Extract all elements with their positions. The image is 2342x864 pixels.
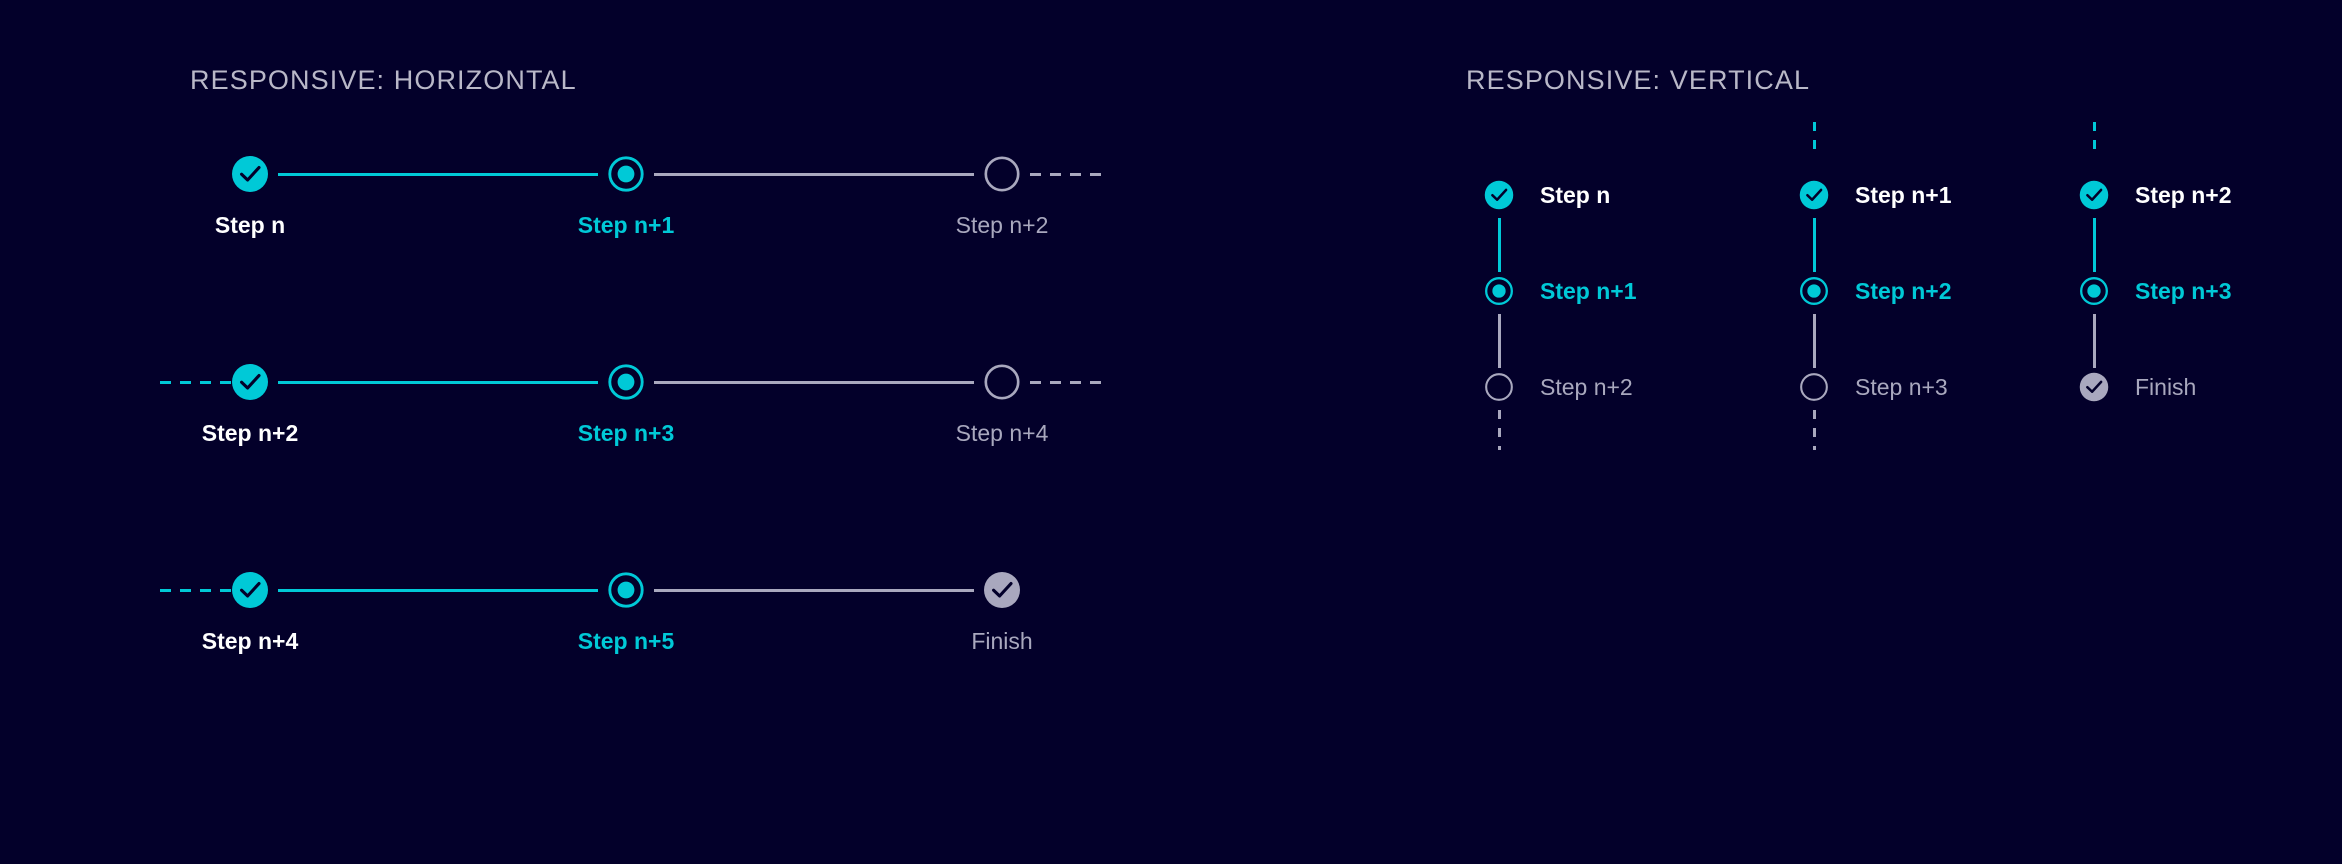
vertical-step-row: Step n+1 (1480, 256, 1810, 368)
vertical-step-row: Step n+2 (1795, 256, 2125, 368)
connector-trail (1498, 410, 1501, 450)
step-label: Finish (971, 628, 1033, 654)
connector-lead (2093, 122, 2096, 156)
step-node-completed[interactable] (1795, 176, 1833, 214)
circle-outline-icon (984, 364, 1020, 400)
connector-segment (1498, 314, 1501, 368)
step-label: Step n+3 (577, 420, 675, 446)
connector-segment (278, 589, 598, 592)
radio-selected-icon (2080, 277, 2108, 305)
check-circle-filled-icon (232, 156, 268, 192)
step-label: Finish (2135, 374, 2197, 400)
step-node-finish[interactable] (2075, 368, 2113, 406)
step-node-completed[interactable] (226, 150, 274, 198)
vertical-step-row: Step n+3 (1795, 352, 2125, 450)
step-node-inactive[interactable] (978, 358, 1026, 406)
vertical-step-row: Step n+2 (1480, 352, 1810, 450)
connector-segment (1498, 218, 1501, 272)
connector-segment (654, 381, 974, 384)
step-label: Step n+1 (577, 212, 675, 238)
connector-lead (160, 381, 232, 384)
step-node-inactive[interactable] (1795, 368, 1833, 406)
step-node-active[interactable] (1480, 272, 1518, 310)
step-node-completed[interactable] (226, 566, 274, 614)
circle-outline-icon (1485, 373, 1513, 401)
connector-segment (278, 381, 598, 384)
step-label: Step n (1540, 182, 1611, 208)
check-circle-filled-gray-icon (2079, 372, 2109, 402)
connector-trail (1030, 381, 1102, 384)
section-title-horizontal: RESPONSIVE: HORIZONTAL (190, 65, 577, 95)
connector-segment (654, 173, 974, 176)
step-label: Step n+2 (1540, 374, 1633, 400)
stepper-track: Step n Step n+1 Step n+2 (150, 150, 1150, 238)
step-label: Step n+3 (1855, 374, 1948, 400)
step-node-completed[interactable] (2075, 176, 2113, 214)
check-circle-filled-gray-icon (984, 572, 1020, 608)
step-label: Step n+4 (201, 628, 299, 654)
step-label: Step n+5 (577, 628, 675, 654)
connector-segment (278, 173, 598, 176)
step-node-active[interactable] (602, 566, 650, 614)
horizontal-stepper-row: Step n+4 Step n+5 Finish (150, 566, 1150, 716)
radio-selected-icon (1800, 277, 1828, 305)
check-circle-filled-icon (1799, 180, 1829, 210)
vertical-step-row: Finish (2075, 352, 2342, 448)
circle-outline-icon (984, 156, 1020, 192)
connector-segment (2093, 218, 2096, 272)
stepper-track: Step n+4 Step n+5 Finish (150, 566, 1150, 654)
step-label: Step n+2 (1855, 278, 1952, 304)
check-circle-filled-icon (2079, 180, 2109, 210)
step-label: Step n+2 (2135, 182, 2232, 208)
step-node-active[interactable] (2075, 272, 2113, 310)
step-node-active[interactable] (602, 358, 650, 406)
connector-lead (1813, 122, 1816, 156)
check-circle-filled-icon (1484, 180, 1514, 210)
step-node-active[interactable] (1795, 272, 1833, 310)
step-label: Step n+1 (1855, 182, 1952, 208)
radio-selected-icon (608, 572, 644, 608)
stepper-track: Step n+2 Step n+3 Step n+4 (150, 358, 1150, 446)
horizontal-stepper-row: Step n Step n+1 Step n+2 (150, 150, 1150, 300)
step-node-inactive[interactable] (1480, 368, 1518, 406)
step-node-completed[interactable] (1480, 176, 1518, 214)
circle-outline-icon (1800, 373, 1828, 401)
check-circle-filled-icon (232, 364, 268, 400)
connector-segment (654, 589, 974, 592)
vertical-step-row: Step n+2 (2075, 122, 2342, 272)
step-label: Step n+3 (2135, 278, 2232, 304)
step-node-active[interactable] (602, 150, 650, 198)
connector-segment (2093, 314, 2096, 368)
vertical-step-row: Step n+3 (2075, 256, 2342, 368)
vertical-step-row: Step n+1 (1795, 122, 2125, 272)
connector-segment (1813, 218, 1816, 272)
connector-lead (160, 589, 232, 592)
step-node-finish[interactable] (978, 566, 1026, 614)
vertical-step-row: Step n (1480, 160, 1810, 272)
step-node-completed[interactable] (226, 358, 274, 406)
step-label: Step n+1 (1540, 278, 1637, 304)
connector-segment (1813, 314, 1816, 368)
connector-trail (1813, 410, 1816, 450)
step-label: Step n+2 (955, 212, 1049, 238)
step-label: Step n+4 (955, 420, 1049, 446)
section-title-vertical: RESPONSIVE: VERTICAL (1466, 65, 1811, 95)
radio-selected-icon (608, 156, 644, 192)
radio-selected-icon (1485, 277, 1513, 305)
check-circle-filled-icon (232, 572, 268, 608)
radio-selected-icon (608, 364, 644, 400)
step-label: Step n+2 (201, 420, 299, 446)
horizontal-stepper-row: Step n+2 Step n+3 Step n+4 (150, 358, 1150, 508)
connector-trail (1030, 173, 1102, 176)
step-label: Step n (214, 212, 286, 238)
step-node-inactive[interactable] (978, 150, 1026, 198)
